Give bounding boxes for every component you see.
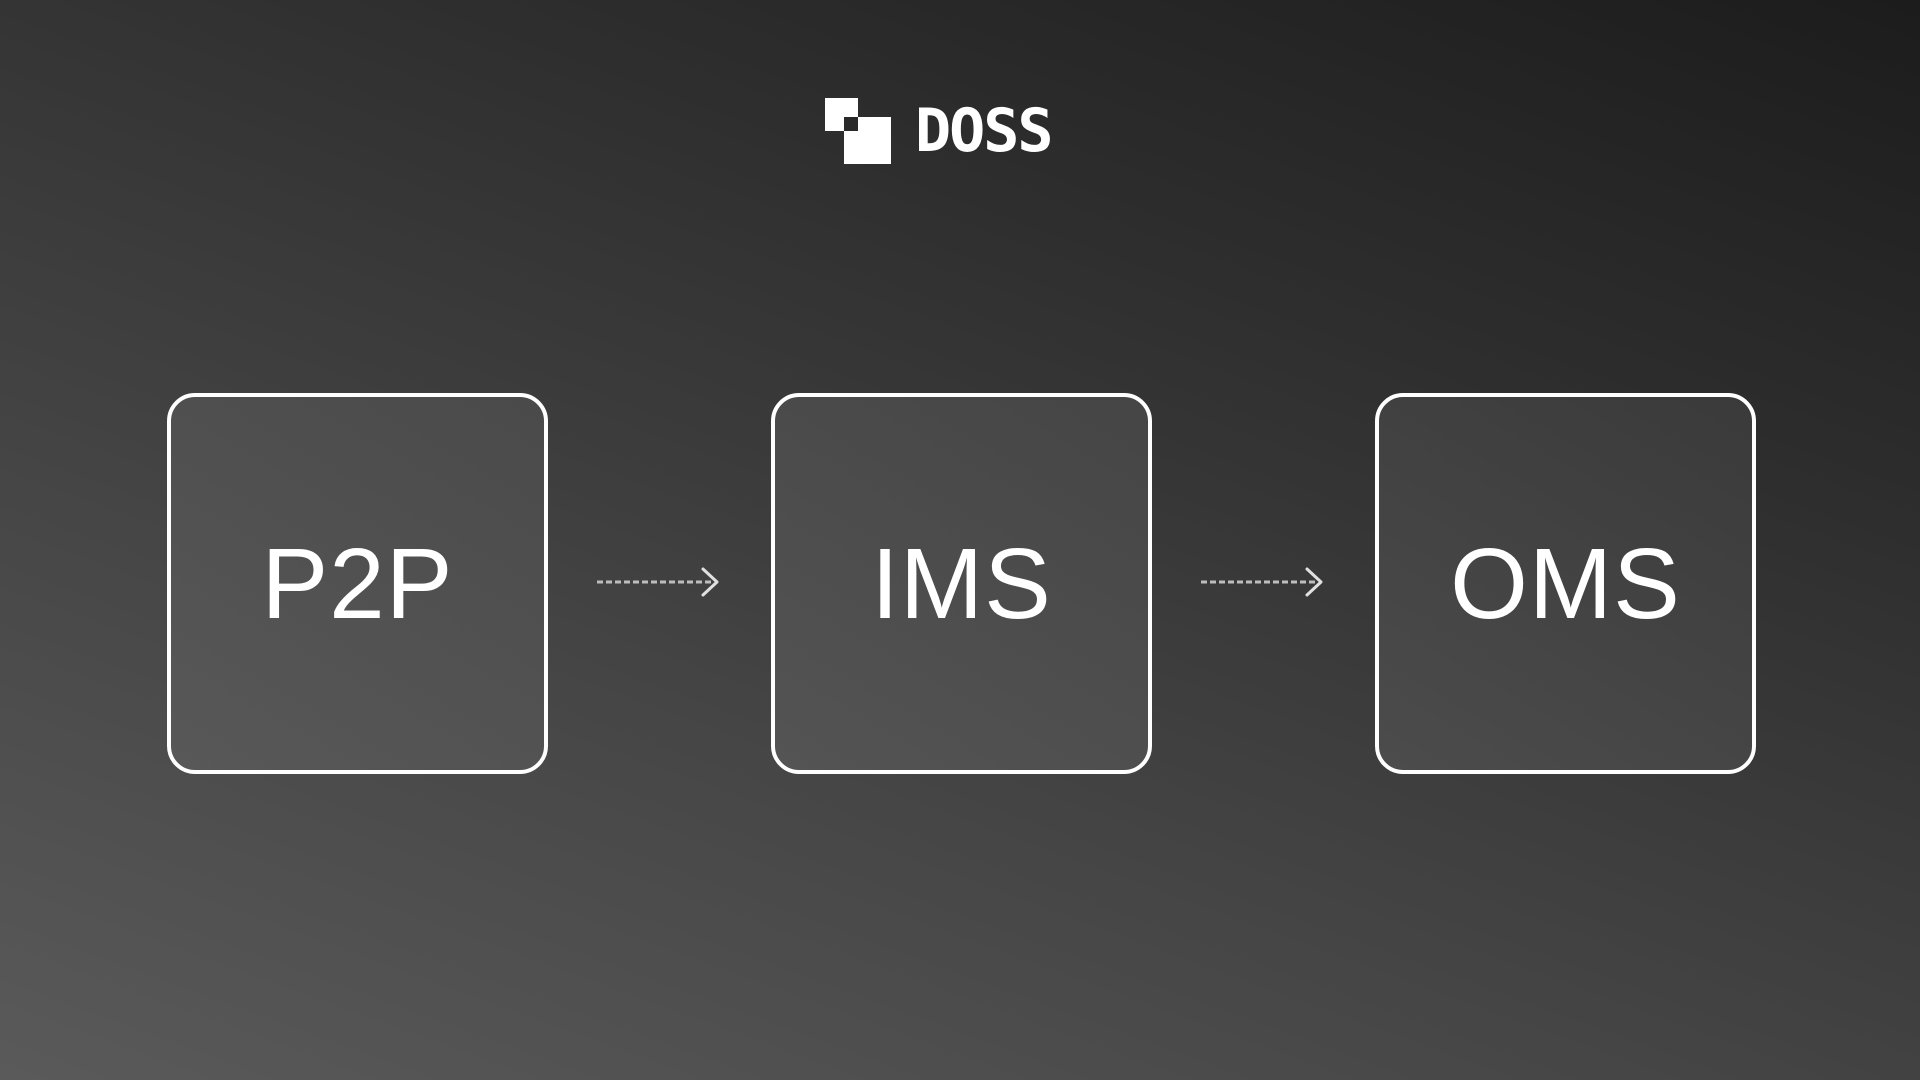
flow-step-ims: IMS [771,393,1152,774]
dashed-arrow-right-icon [1201,567,1323,597]
flow-step-label: IMS [871,527,1052,640]
flow-step-oms: OMS [1375,393,1756,774]
flow-step-label: OMS [1450,527,1681,640]
flow-step-p2p: P2P [167,393,548,774]
brand-name: DOSS [915,96,1053,166]
brand-logo: DOSS [825,96,1053,166]
flow-step-label: P2P [261,527,454,640]
dashed-arrow-right-icon [597,567,719,597]
doss-logo-mark-icon [825,98,891,164]
